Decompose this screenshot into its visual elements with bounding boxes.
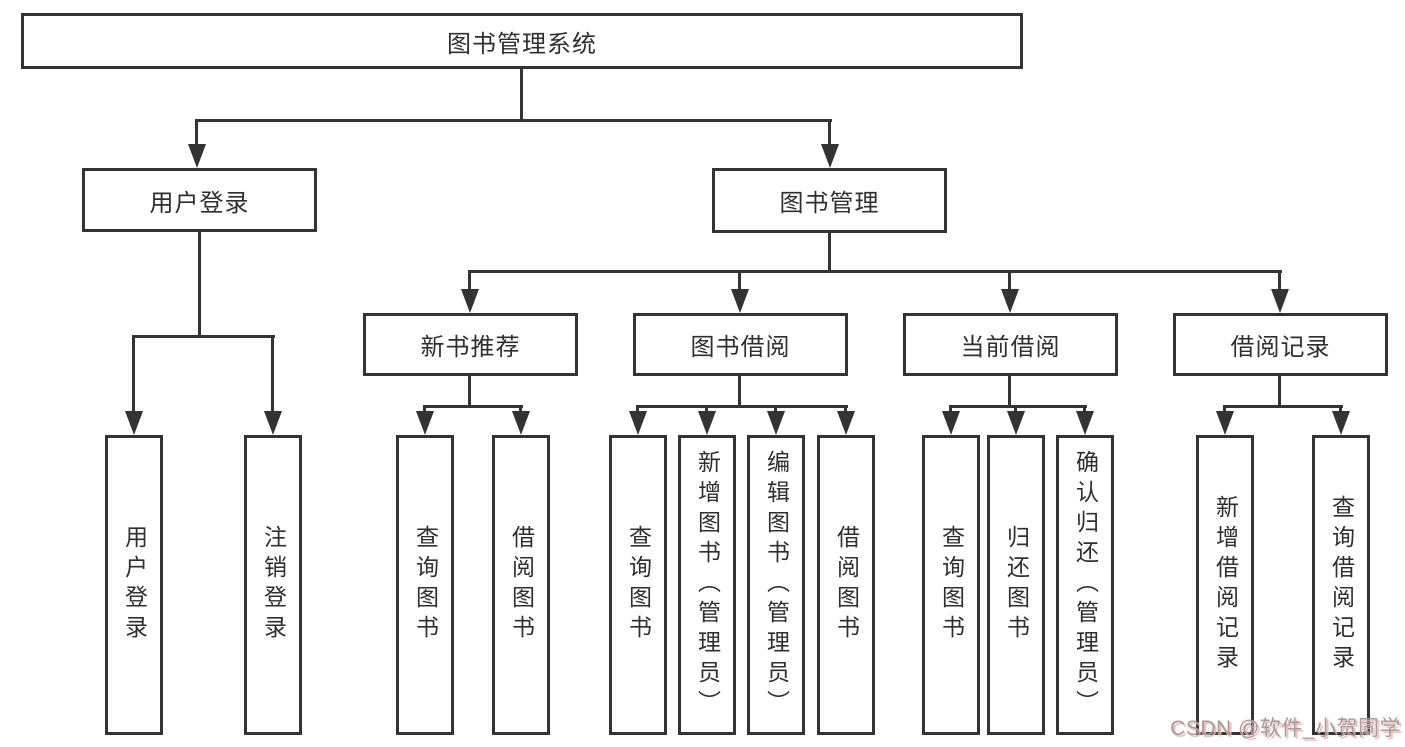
leaf-label: 查询借阅记录	[1328, 495, 1355, 675]
leaf-logout-login: 注销登录	[244, 435, 302, 735]
arrowhead-icon	[1076, 411, 1094, 435]
leaf-add-books-admin: 新增图书（管理员）	[678, 435, 736, 735]
leaf-label: 新增图书（管理员）	[694, 450, 721, 720]
connector-book-borrow-trunk	[738, 376, 741, 408]
arrowhead-icon	[1271, 289, 1289, 313]
node-label: 图书管理系统	[447, 30, 597, 58]
node-borrow-records: 借阅记录	[1173, 313, 1388, 376]
connector-borrow-records-spread	[1224, 405, 1343, 408]
connector-branch	[1339, 405, 1342, 415]
leaf-label: 新增借阅记录	[1212, 495, 1239, 675]
connector-borrow-records-trunk	[1278, 376, 1281, 408]
arrowhead-icon	[416, 411, 434, 435]
connector-branch	[423, 405, 426, 415]
connector-new-book-trunk	[468, 376, 471, 408]
connector-root-trunk	[520, 68, 523, 121]
leaf-label: 借阅图书	[833, 525, 860, 645]
connector-branch-leaf-logout	[271, 335, 274, 415]
leaf-query-books-recommend: 查询图书	[396, 435, 454, 735]
connector-branch-borrow-records	[1278, 270, 1281, 293]
node-current-borrow: 当前借阅	[903, 313, 1118, 376]
connector-branch	[1014, 405, 1017, 415]
node-label: 用户登录	[149, 189, 250, 217]
connector-branch-user-login	[195, 119, 198, 148]
leaf-add-borrow-record: 新增借阅记录	[1196, 435, 1254, 735]
leaf-borrow-books-recommend: 借阅图书	[492, 435, 550, 735]
connector-root-spread	[196, 119, 832, 122]
connector-branch-book-management	[828, 119, 831, 148]
connector-current-borrow-trunk	[1008, 376, 1011, 408]
node-label: 借阅记录	[1230, 334, 1331, 361]
leaf-label: 归还图书	[1003, 525, 1030, 645]
arrowhead-icon	[698, 411, 716, 435]
connector-branch	[519, 405, 522, 415]
leaf-edit-books-admin: 编辑图书（管理员）	[747, 435, 805, 735]
connector-branch-book-borrow	[738, 270, 741, 293]
arrowhead-icon	[837, 411, 855, 435]
arrowhead-icon	[512, 411, 530, 435]
arrowhead-icon	[461, 289, 479, 313]
connector-branch-current-borrow	[1008, 270, 1011, 293]
node-label: 新书推荐	[420, 334, 521, 361]
arrowhead-icon	[1001, 289, 1019, 313]
leaf-user-login: 用户登录	[105, 435, 163, 735]
connector-branch-new-book	[468, 270, 471, 293]
node-label: 图书管理	[779, 190, 880, 217]
leaf-label: 查询图书	[625, 525, 652, 645]
connector-branch	[774, 405, 777, 415]
connector-book-management-spread	[469, 270, 1282, 273]
leaf-return-books: 归还图书	[987, 435, 1045, 735]
arrowhead-icon	[1332, 411, 1350, 435]
leaf-borrow-books: 借阅图书	[817, 435, 875, 735]
node-new-book-recommend: 新书推荐	[363, 313, 578, 376]
arrowhead-icon	[629, 411, 647, 435]
connector-new-book-spread	[424, 405, 523, 408]
connector-branch	[705, 405, 708, 415]
leaf-label: 查询图书	[412, 525, 439, 645]
connector-branch	[1083, 405, 1086, 415]
arrowhead-icon	[1007, 411, 1025, 435]
connector-user-login-spread	[132, 335, 275, 338]
node-book-management: 图书管理	[712, 168, 947, 233]
arrowhead-icon	[731, 289, 749, 313]
node-label: 当前借阅	[960, 334, 1061, 361]
leaf-query-borrow-record: 查询借阅记录	[1312, 435, 1370, 735]
leaf-label: 编辑图书（管理员）	[763, 450, 790, 720]
connector-user-login-trunk	[198, 232, 201, 338]
node-label: 图书借阅	[690, 334, 791, 361]
connector-branch	[949, 405, 952, 415]
arrowhead-icon	[125, 411, 143, 435]
leaf-label: 注销登录	[260, 525, 287, 645]
arrowhead-icon	[1216, 411, 1234, 435]
leaf-label: 借阅图书	[508, 525, 535, 645]
leaf-confirm-return-admin: 确认归还（管理员）	[1056, 435, 1114, 735]
leaf-label: 用户登录	[121, 525, 148, 645]
arrowhead-icon	[188, 144, 206, 168]
arrowhead-icon	[264, 411, 282, 435]
connector-book-management-trunk	[828, 233, 831, 273]
node-book-borrow: 图书借阅	[633, 313, 848, 376]
leaf-query-books-borrow: 查询图书	[609, 435, 667, 735]
connector-branch	[844, 405, 847, 415]
arrowhead-icon	[821, 144, 839, 168]
connector-branch	[1223, 405, 1226, 415]
leaf-label: 确认归还（管理员）	[1072, 450, 1099, 720]
arrowhead-icon	[767, 411, 785, 435]
leaf-label: 查询图书	[938, 525, 965, 645]
connector-branch	[636, 405, 639, 415]
leaf-query-books-current: 查询图书	[922, 435, 980, 735]
node-user-login: 用户登录	[82, 168, 317, 232]
connector-branch-leaf-user-login	[132, 335, 135, 415]
arrowhead-icon	[942, 411, 960, 435]
csdn-watermark: CSDN @软件_小贺同学	[1170, 717, 1401, 740]
connector-current-borrow-spread	[950, 405, 1087, 408]
connector-book-borrow-spread	[637, 405, 848, 408]
node-library-management-system: 图书管理系统	[21, 13, 1023, 69]
